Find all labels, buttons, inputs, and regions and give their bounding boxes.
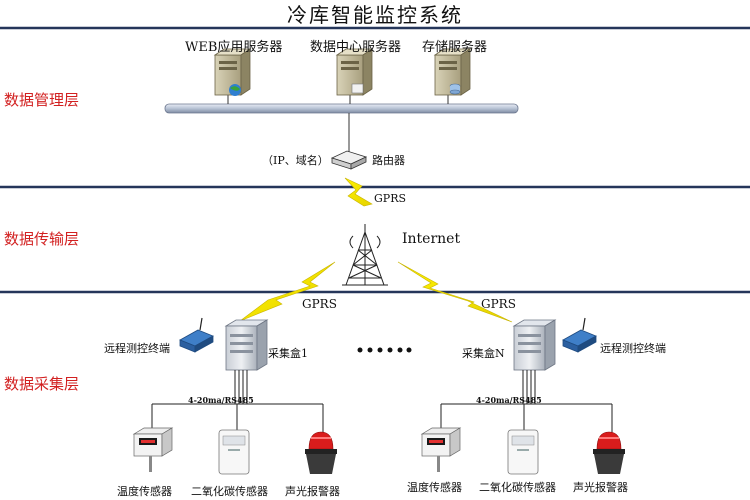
gprs-label-right: GPRS bbox=[481, 297, 516, 311]
storage-server-label: 存储服务器 bbox=[422, 40, 488, 55]
gprs-bolt-left bbox=[239, 261, 336, 322]
web-server-label: WEB应用服务器 bbox=[185, 40, 283, 55]
router-icon bbox=[330, 150, 368, 170]
temperature-sensor-left-icon bbox=[132, 427, 174, 472]
distribution-bus-right bbox=[440, 403, 613, 433]
alarm-left-label: 声光报警器 bbox=[285, 485, 340, 498]
temperature-sensor-left-label: 温度传感器 bbox=[117, 485, 172, 498]
remote-terminal-left-label: 远程测控终端 bbox=[104, 342, 170, 355]
alarm-left-icon bbox=[305, 431, 337, 474]
temperature-sensor-right-icon bbox=[420, 427, 462, 472]
web-server-icon bbox=[213, 48, 252, 96]
gprs-label-left: GPRS bbox=[302, 297, 337, 311]
cable-bundle-right bbox=[522, 370, 536, 404]
remote-terminal-right-icon bbox=[562, 317, 597, 353]
storage-server-icon bbox=[433, 48, 472, 96]
network-bus bbox=[164, 103, 519, 114]
co2-sensor-right-label: 二氧化碳传感器 bbox=[479, 481, 556, 494]
layer-label-management: 数据管理层 bbox=[4, 91, 80, 109]
internet-label: Internet bbox=[402, 231, 461, 247]
remote-terminal-right-label: 远程测控终端 bbox=[600, 342, 666, 355]
alarm-right-label: 声光报警器 bbox=[573, 481, 628, 494]
data-center-server-icon bbox=[335, 48, 374, 96]
co2-sensor-right-icon bbox=[507, 429, 539, 475]
collection-box-1-label: 采集盒1 bbox=[268, 347, 308, 360]
remote-terminal-left-icon bbox=[179, 317, 214, 353]
layer-label-collection: 数据采集层 bbox=[4, 375, 80, 393]
gprs-bolt-right bbox=[397, 261, 513, 323]
ellipsis-dots bbox=[357, 347, 412, 353]
alarm-right-icon bbox=[593, 431, 625, 474]
interface-label-right: 4-20ma/RS485 bbox=[476, 395, 542, 405]
cable-bundle-left bbox=[234, 370, 248, 404]
router-label: 路由器 bbox=[372, 154, 405, 167]
internet-tower-icon bbox=[342, 224, 388, 286]
collection-box-1-icon bbox=[224, 319, 269, 371]
diagram-title: 冷库智能监控系统 bbox=[287, 3, 463, 27]
gprs-label-top: GPRS bbox=[374, 192, 407, 205]
distribution-bus-left bbox=[151, 403, 324, 433]
interface-label-left: 4-20ma/RS485 bbox=[188, 395, 254, 405]
data-center-server-label: 数据中心服务器 bbox=[310, 40, 402, 55]
co2-sensor-left-label: 二氧化碳传感器 bbox=[191, 485, 268, 498]
co2-sensor-left-icon bbox=[218, 429, 250, 475]
collection-box-n-icon bbox=[512, 319, 557, 371]
gprs-bolt-top bbox=[344, 177, 373, 207]
collection-box-n-label: 采集盒N bbox=[462, 347, 505, 360]
ip-domain-label: （IP、域名） bbox=[262, 154, 329, 167]
temperature-sensor-right-label: 温度传感器 bbox=[407, 481, 462, 494]
layer-label-transport: 数据传输层 bbox=[4, 230, 80, 248]
